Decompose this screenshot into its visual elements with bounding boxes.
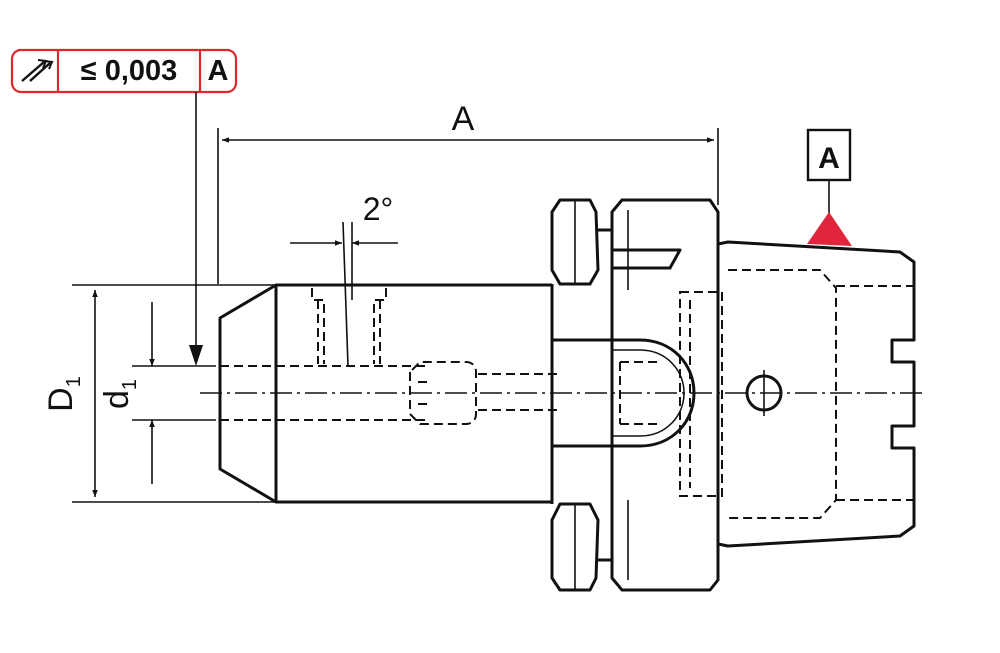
inner-diameter-label: d	[98, 390, 136, 409]
runout-icon	[21, 59, 54, 82]
flange	[550, 198, 720, 592]
taper-shank	[679, 240, 916, 548]
tolerance-frame: ≤ 0,003 A	[10, 48, 238, 94]
svg-text:D1: D1	[42, 376, 85, 412]
outer-diameter-label: D	[42, 387, 80, 412]
datum-triangle	[807, 212, 852, 246]
length-dimension: A	[217, 100, 719, 284]
tolerance-frame-border	[10, 48, 238, 94]
datum-marker: A	[806, 128, 852, 246]
length-label: A	[452, 100, 475, 138]
tolerance-leader	[189, 92, 203, 366]
outer-diameter-dimension: D1	[42, 284, 276, 503]
inner-diameter-subscript: 1	[119, 379, 141, 390]
svg-text:d1: d1	[98, 379, 141, 409]
tolerance-datum: A	[208, 55, 229, 87]
shank-body	[218, 283, 560, 504]
tolerance-value: ≤ 0,003	[81, 55, 178, 87]
datum-label: A	[818, 142, 840, 175]
angle-label: 2°	[363, 191, 394, 227]
angle-dimension: 2°	[290, 191, 398, 367]
inner-diameter-dimension: d1	[98, 302, 216, 484]
outer-diameter-subscript: 1	[63, 376, 85, 387]
